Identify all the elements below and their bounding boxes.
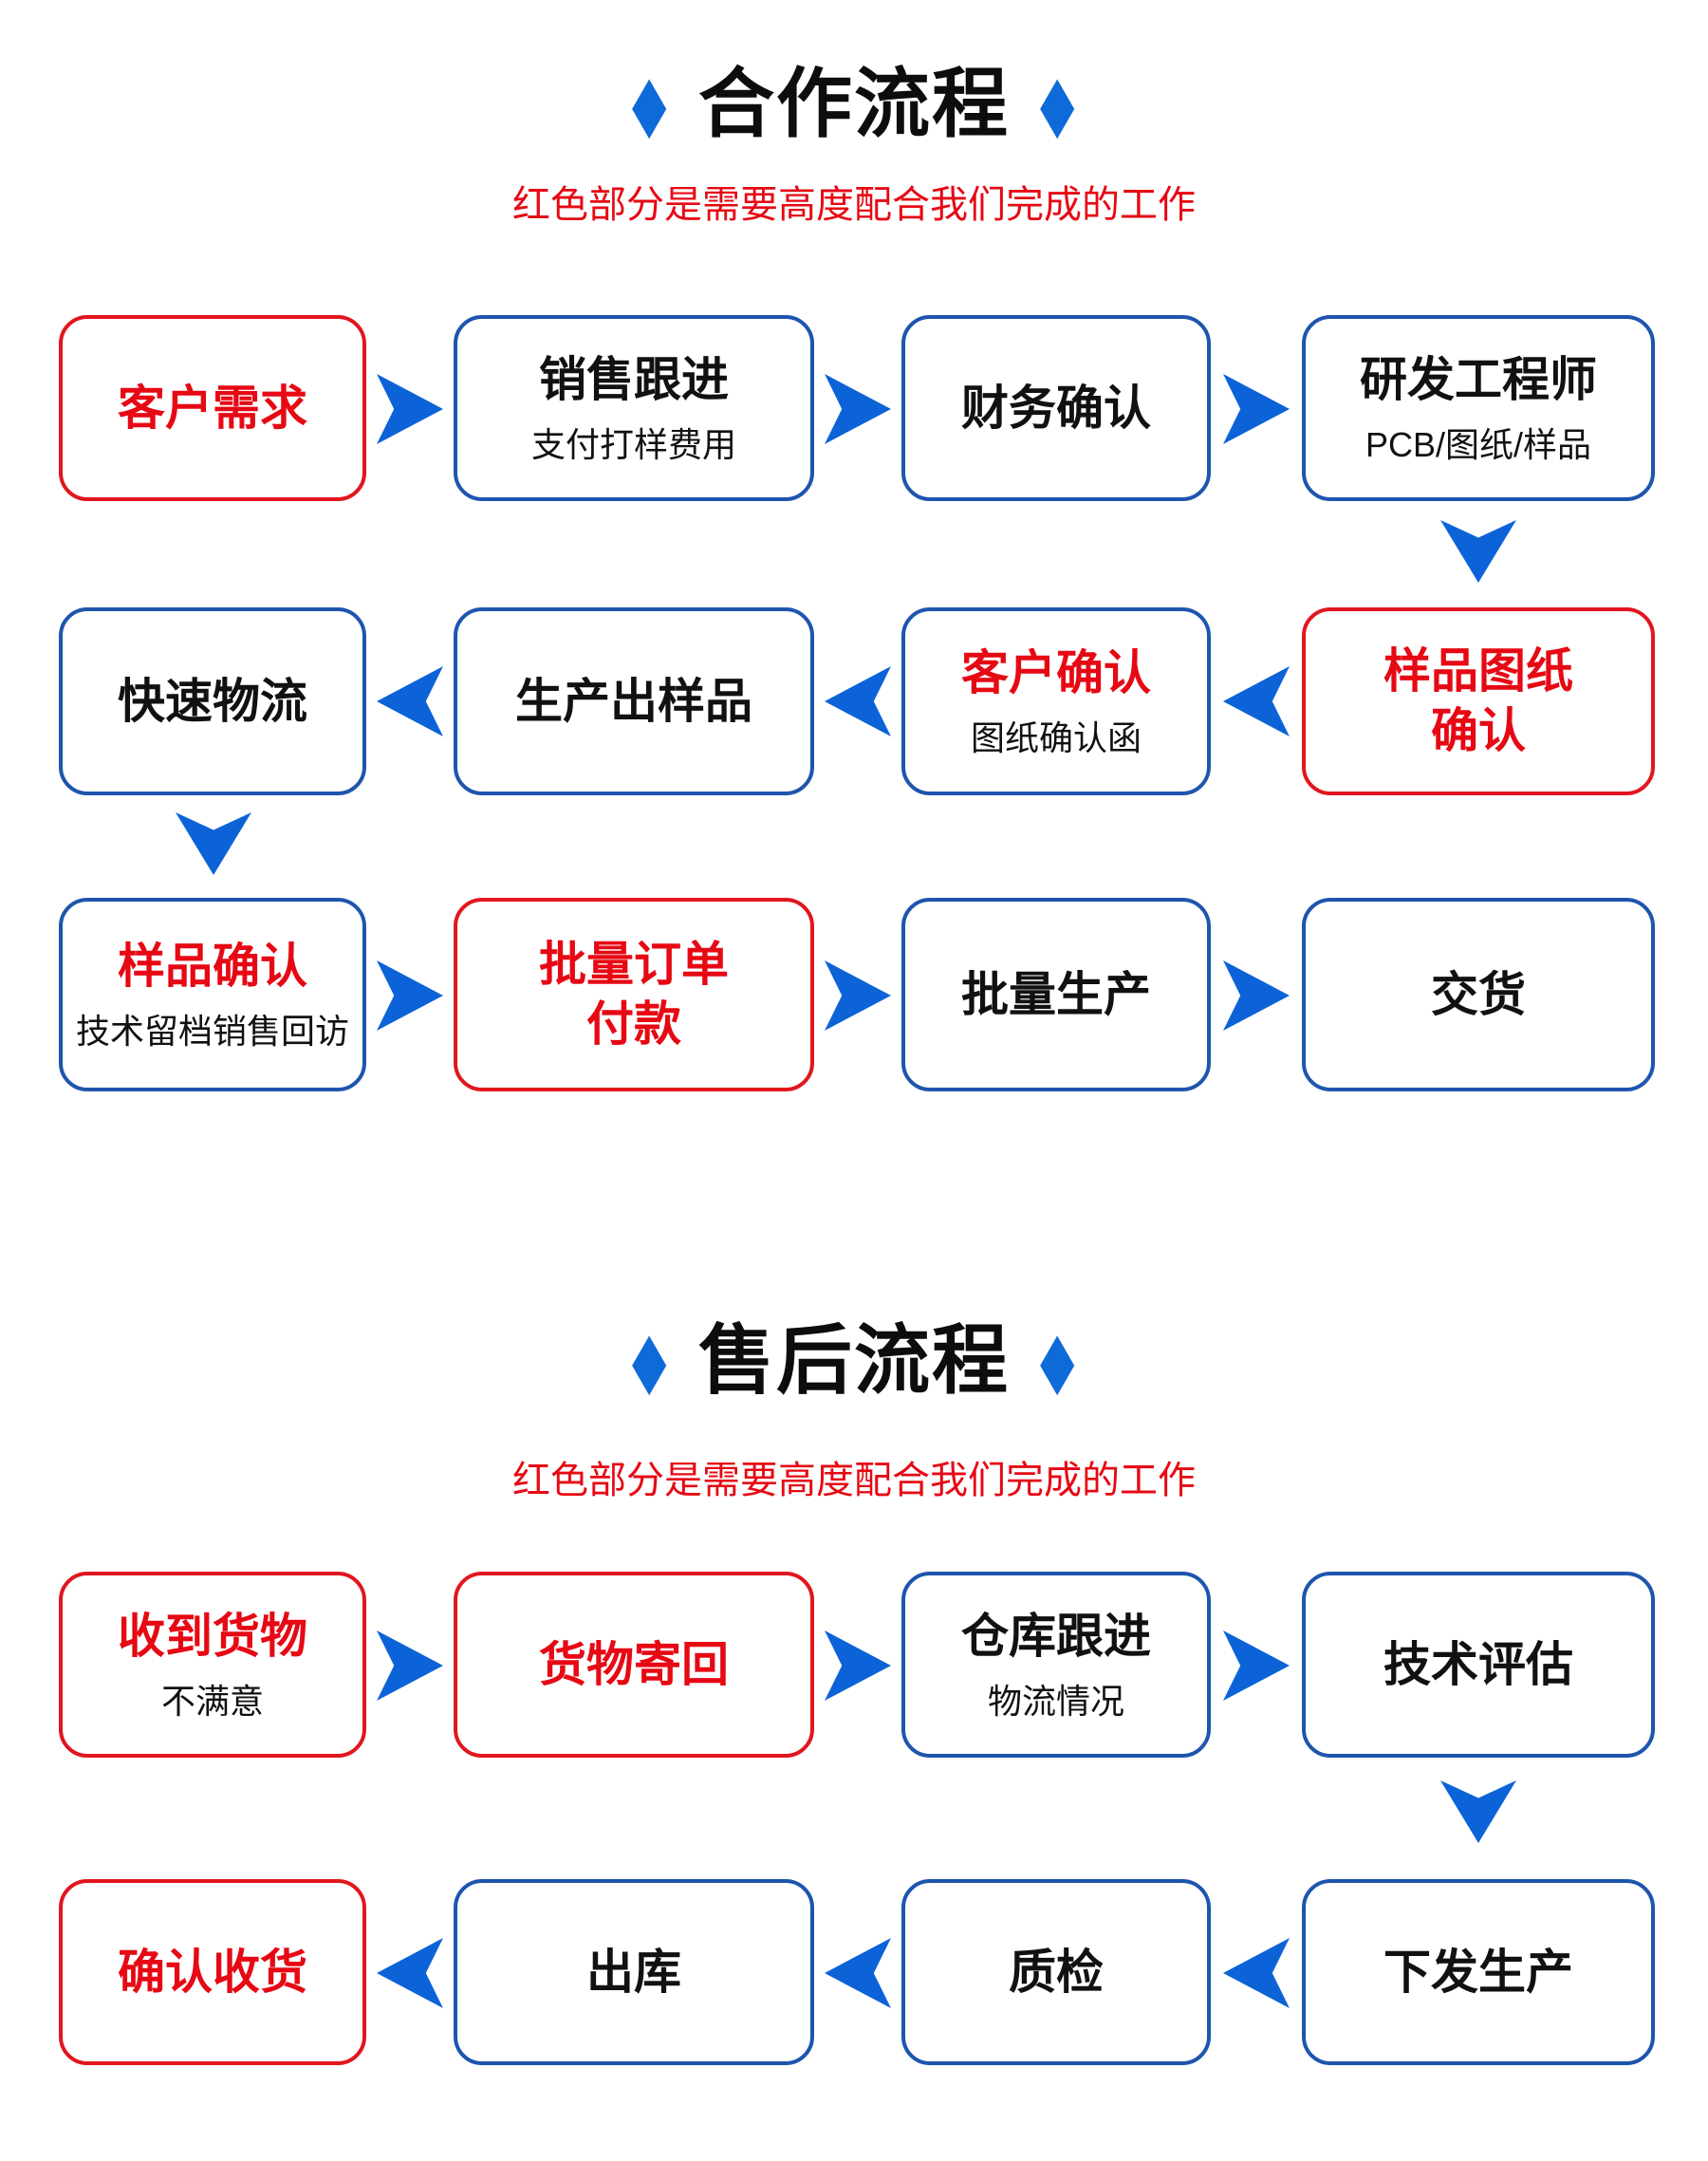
- diamond-icon: ◆: [1040, 1319, 1075, 1402]
- box-title: 确认收货: [118, 1945, 307, 1999]
- arrow-left-icon: [377, 666, 443, 736]
- arrow-left-icon: [1223, 1938, 1290, 2008]
- box-quality-check: 质检: [901, 1879, 1211, 2065]
- box-subtitle: 物流情况: [987, 1681, 1124, 1721]
- arrow-right-icon: [825, 960, 891, 1031]
- arrow-right-icon: [1223, 374, 1290, 444]
- box-title: 批量订单: [539, 938, 729, 991]
- box-subtitle: 技术留档销售回访: [75, 1011, 349, 1051]
- diamond-icon: ◆: [1040, 63, 1075, 145]
- arrow-left-icon: [377, 1938, 443, 2008]
- diamond-icon: ◆: [633, 1319, 668, 1402]
- arrow-left-icon: [825, 1938, 891, 2008]
- arrow-right-icon: [825, 374, 891, 444]
- section1-title-text: 合作流程: [698, 62, 1010, 146]
- box-title: 下发生产: [1383, 1945, 1573, 1999]
- box-bulk-order-payment: 批量订单 付款: [454, 898, 814, 1091]
- arrow-down-icon: [1440, 520, 1516, 583]
- section2-subtitle: 红色部分是需要高度配合我们完成的工作: [512, 1460, 1196, 1501]
- box-title: 样品确认: [118, 939, 307, 993]
- box-bulk-production: 批量生产: [901, 898, 1211, 1091]
- box-technical-evaluation: 技术评估: [1302, 1572, 1655, 1758]
- box-title: 销售跟进: [539, 352, 729, 406]
- box-title: 快速物流: [118, 674, 307, 728]
- diamond-icon: ◆: [633, 63, 668, 145]
- box-title: 客户确认: [961, 645, 1151, 699]
- section2-title: ◆ 售后流程 ◆: [0, 1317, 1708, 1405]
- box-finance-confirm: 财务确认: [901, 315, 1211, 501]
- box-customer-confirm: 客户确认 图纸确认函: [901, 607, 1211, 795]
- box-produce-sample: 生产出样品: [454, 607, 814, 795]
- box-subtitle: 不满意: [160, 1681, 264, 1721]
- arrow-right-icon: [1223, 1630, 1290, 1701]
- box-delivery: 交货: [1302, 898, 1655, 1091]
- box-title: 出库: [586, 1945, 681, 1999]
- arrow-right-icon: [825, 1630, 891, 1701]
- arrow-left-icon: [825, 666, 891, 736]
- arrow-down-icon: [1440, 1780, 1516, 1843]
- arrow-left-icon: [1223, 666, 1290, 736]
- box-sales-follow-up: 销售跟进 支付打样费用: [454, 315, 814, 501]
- box-title-line2: 付款: [586, 997, 681, 1051]
- box-customer-demand: 客户需求: [59, 315, 366, 501]
- box-title: 仓库跟进: [961, 1609, 1151, 1663]
- arrow-right-icon: [377, 960, 443, 1031]
- box-confirm-receipt: 确认收货: [59, 1879, 366, 2065]
- box-goods-received: 收到货物 不满意: [59, 1572, 366, 1758]
- section2-title-text: 售后流程: [698, 1318, 1010, 1403]
- box-sample-confirm: 样品确认 技术留档销售回访: [59, 898, 366, 1091]
- section1-subtitle: 红色部分是需要高度配合我们完成的工作: [512, 184, 1196, 226]
- box-title: 样品图纸: [1383, 644, 1573, 698]
- box-title: 批量生产: [961, 967, 1151, 1021]
- box-issue-production: 下发生产: [1302, 1879, 1655, 2065]
- box-sample-drawing-confirm: 样品图纸 确认: [1302, 607, 1655, 795]
- arrow-right-icon: [377, 1630, 443, 1701]
- box-goods-return: 货物寄回: [454, 1572, 814, 1758]
- box-outbound: 出库: [454, 1879, 814, 2065]
- box-title: 财务确认: [961, 381, 1151, 435]
- section1-title: ◆ 合作流程 ◆: [0, 61, 1708, 148]
- box-title: 收到货物: [118, 1609, 307, 1663]
- box-title: 货物寄回: [539, 1637, 729, 1691]
- box-title-line2: 确认: [1431, 704, 1526, 757]
- box-title: 生产出样品: [515, 674, 752, 728]
- box-fast-logistics: 快速物流: [59, 607, 366, 795]
- box-warehouse-follow-up: 仓库跟进 物流情况: [901, 1572, 1211, 1758]
- box-title: 研发工程师: [1360, 352, 1597, 406]
- box-title: 交货: [1431, 967, 1526, 1021]
- arrow-down-icon: [176, 812, 251, 875]
- box-title: 客户需求: [118, 381, 307, 435]
- box-subtitle: 支付打样费用: [530, 424, 736, 464]
- box-rd-engineer: 研发工程师 PCB/图纸/样品: [1302, 315, 1655, 501]
- box-subtitle: 图纸确认函: [970, 717, 1142, 757]
- arrow-right-icon: [377, 374, 443, 444]
- arrow-right-icon: [1223, 960, 1290, 1031]
- box-title: 质检: [1009, 1945, 1104, 1999]
- box-title: 技术评估: [1383, 1637, 1573, 1691]
- box-subtitle: PCB/图纸/样品: [1365, 424, 1592, 464]
